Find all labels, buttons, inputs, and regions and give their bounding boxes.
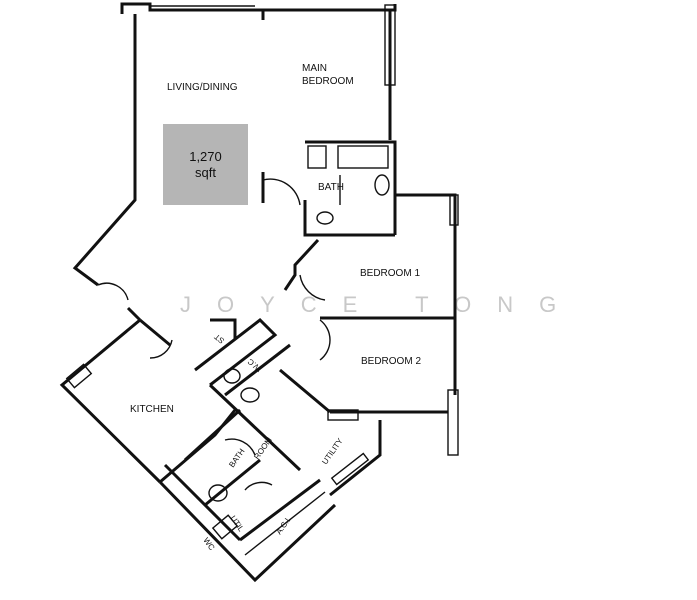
room-label-wc: W.C (246, 357, 264, 374)
room-label-main-bedroom-1: MAIN (302, 63, 327, 74)
walls (59, 2, 459, 583)
room-label-store: ST (213, 332, 227, 346)
area-badge: 1,270 sqft (163, 124, 248, 205)
room-label-room: ROOM (252, 435, 274, 461)
room-label-main-bedroom-2: BEDROOM (302, 76, 354, 87)
room-label-bedroom-1: BEDROOM 1 (360, 268, 420, 279)
watermark: JOYCE TONG (180, 292, 582, 317)
room-label-acl: A.C.L (274, 514, 293, 536)
room-label-utility: UTILITY (320, 436, 345, 466)
room-label-bath-2: BATH (227, 447, 246, 469)
room-label-bedroom-2: BEDROOM 2 (361, 356, 421, 367)
room-label-bath: BATH (318, 182, 344, 193)
room-label-kitchen: KITCHEN (130, 404, 174, 415)
room-label-living-dining: LIVING/DINING (167, 82, 238, 93)
area-value: 1,270 (189, 148, 222, 164)
area-unit: sqft (195, 164, 216, 180)
